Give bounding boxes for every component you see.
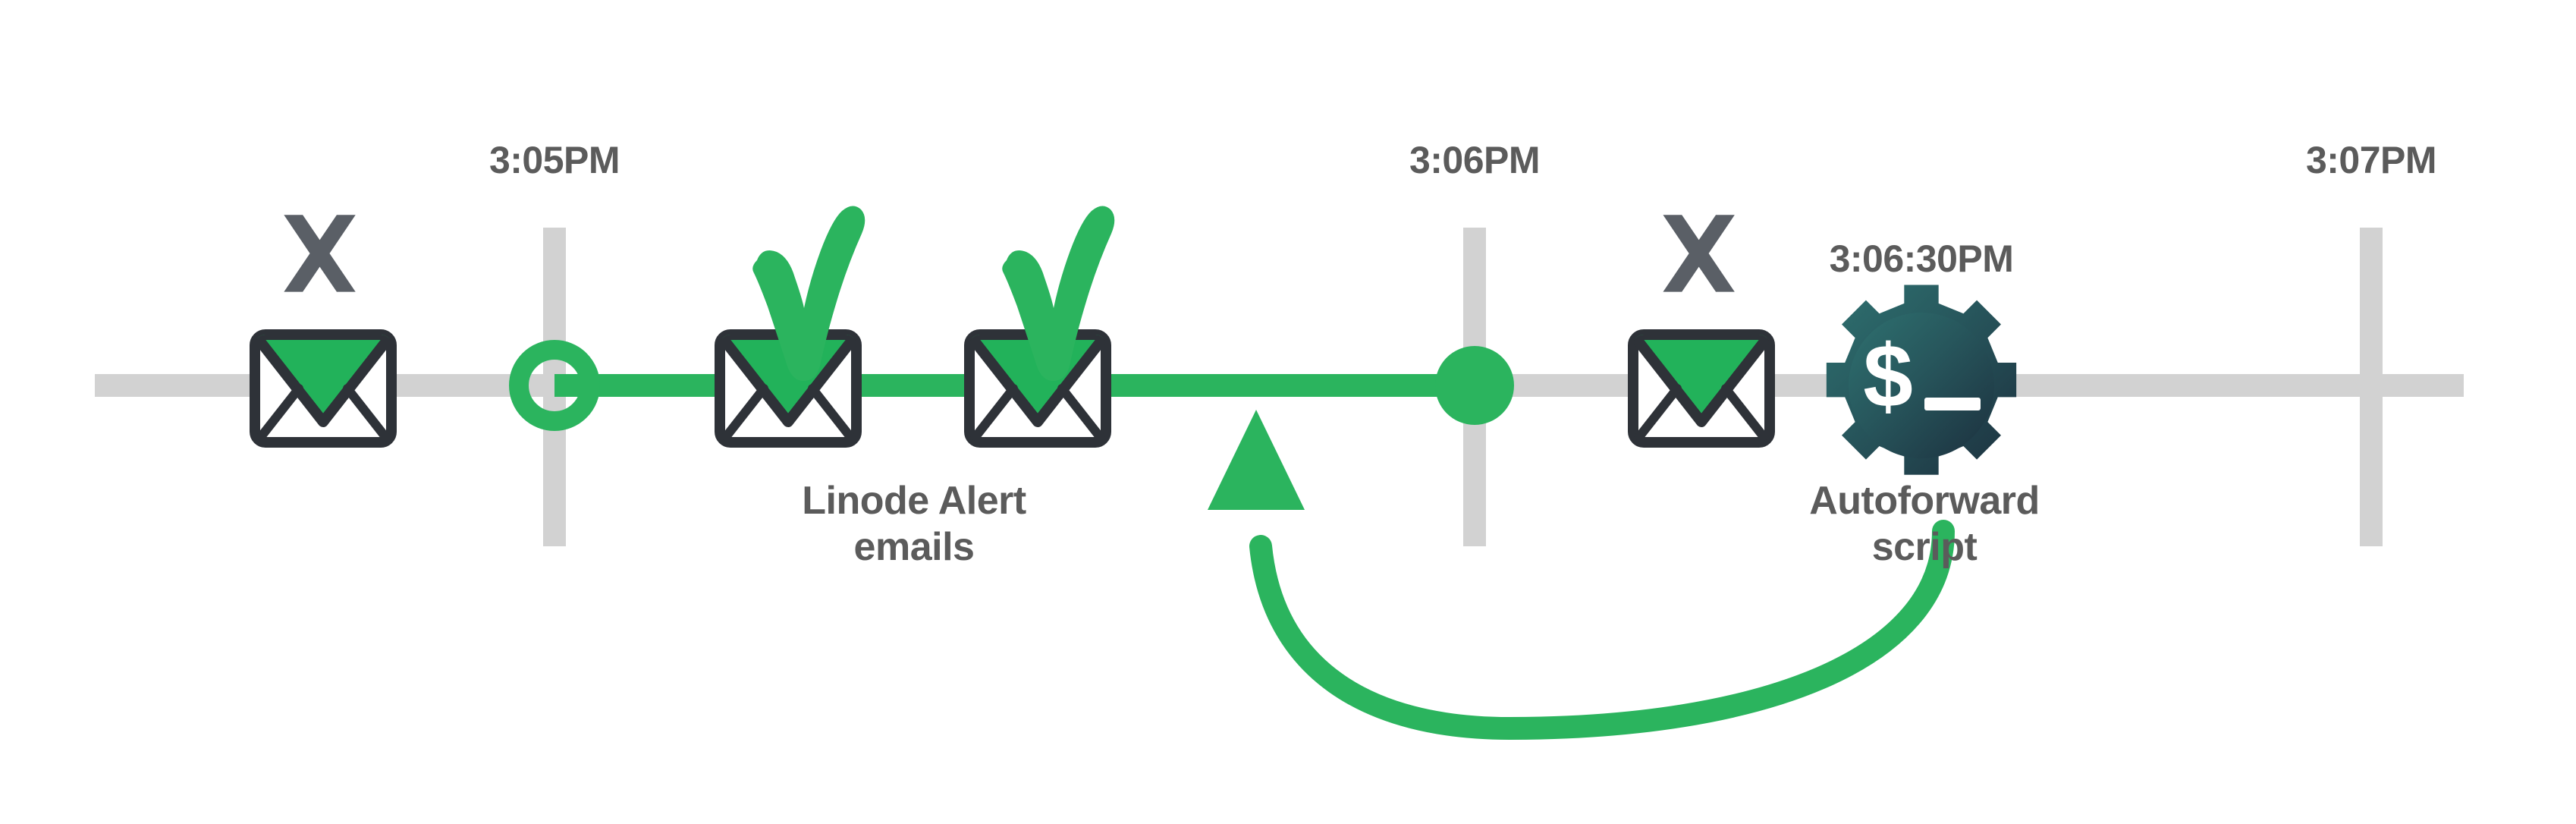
x-mark-icon [284,215,356,292]
envelope-icon [715,329,862,448]
tick-label-3-07pm: 3:07PM [2305,139,2437,181]
autoforward-script-label-line2: script [1871,525,1978,570]
linode-alert-emails-label: Linode Alert emails [802,478,1026,571]
autoforward-script-label-line1: Autoforward [1809,479,2040,523]
envelope-icon [964,329,1111,448]
envelope-icon [250,329,397,448]
gear-shell-icon: $ [1826,285,2017,475]
linode-alert-emails-label-line1: Linode Alert [802,479,1026,523]
tick-label-3-05pm: 3:05PM [488,139,620,181]
tick-mark-3-07pm [2360,228,2383,546]
segment-end-dot-marker [1435,346,1514,425]
svg-text:$: $ [1863,326,1913,426]
script-run-time-label: 3:06:30PM [1829,237,2014,280]
segment-start-ring-marker [509,340,600,431]
check-mark-icon [1002,206,1115,382]
tick-label-3-06pm: 3:06PM [1409,139,1541,181]
x-mark-icon [1663,215,1735,292]
check-mark-icon [752,206,865,382]
linode-alert-emails-label-line2: emails [853,525,975,570]
autoforward-script-label: Autoforward script [1809,478,2040,571]
script-to-window-arrow [1208,410,1955,741]
envelope-icon [1628,329,1775,448]
